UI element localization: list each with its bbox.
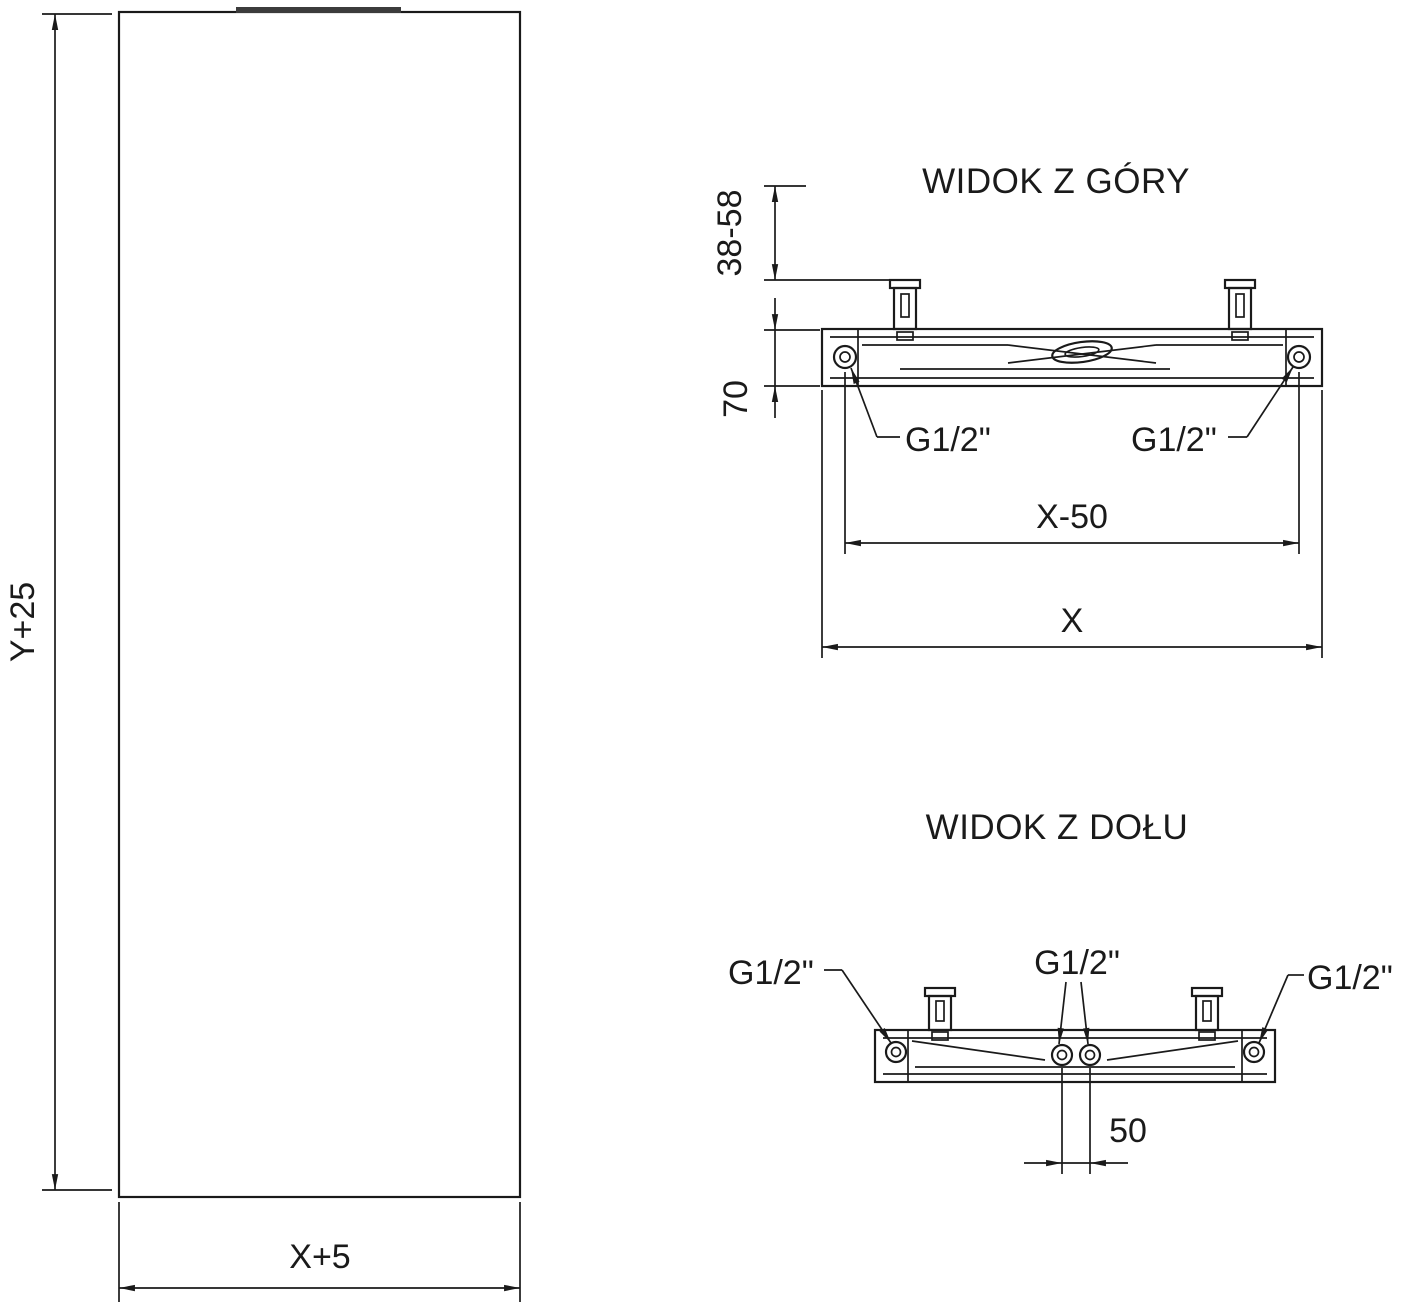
connection-label-right: G1/2": [1307, 959, 1393, 997]
mounting-bracket-left: [923, 986, 957, 1041]
connection-port-left-bore: [890, 1046, 902, 1058]
body-outline: [873, 1028, 1277, 1084]
bracket-hook: [896, 331, 914, 341]
bracket-slot: [900, 293, 910, 318]
leader-line: [1080, 981, 1090, 1045]
connection-port-center-b: [1078, 1043, 1102, 1067]
leader-line: [1246, 366, 1294, 438]
bracket-tab: [888, 278, 922, 290]
tube-line: [911, 1040, 1046, 1061]
bracket-hook: [1198, 1031, 1216, 1041]
leader-g12-top-left: G1/2": [850, 367, 991, 459]
connection-label-left: G1/2": [905, 421, 991, 459]
port-spacing-dim-label: X-50: [1036, 498, 1108, 536]
bracket-body: [1227, 286, 1253, 331]
width-dim-label: X+5: [289, 1238, 350, 1276]
connection-port-left: [884, 1040, 908, 1064]
bracket-body: [1194, 994, 1220, 1032]
height-dim-label: Y+25: [4, 582, 42, 662]
panel-top-bracket-mark: [236, 7, 401, 13]
bracket-tab: [923, 986, 957, 998]
connection-port-center-a: [1050, 1043, 1074, 1067]
center-spacing-dim-label: 50: [1109, 1112, 1147, 1150]
front-view: Y+25 X+5: [4, 7, 522, 1302]
body-outline: [820, 327, 1324, 388]
leader-line: [1258, 974, 1289, 1044]
bracket-hook: [1231, 331, 1249, 341]
bracket-body: [927, 994, 953, 1032]
dimension-height: Y+25: [4, 13, 112, 1191]
bottom-view-title: WIDOK Z DOŁU: [926, 808, 1189, 847]
wall-distance-dim-label: 38-58: [711, 190, 749, 277]
overall-width-dim-label: X: [1061, 602, 1084, 640]
connection-port-right-bore: [1293, 351, 1305, 363]
dimension-overall-width: X: [821, 390, 1323, 658]
dimension-width: X+5: [118, 1202, 521, 1302]
connection-port-center-a-bore: [1056, 1049, 1068, 1061]
connection-label-right: G1/2": [1131, 421, 1217, 459]
dimension-wall-distance: 38-58: [711, 185, 890, 281]
mounting-bracket-left: [888, 278, 922, 341]
swivel-joint: [1051, 340, 1113, 364]
leader-line: [850, 367, 878, 438]
connection-port-right: [1242, 1040, 1266, 1064]
bracket-slot: [1202, 1000, 1212, 1022]
connection-label-center: G1/2": [1034, 944, 1120, 982]
dimension-port-spacing: X-50: [844, 372, 1300, 554]
bottom-view: WIDOK Z DOŁU: [728, 808, 1393, 1174]
dimension-center-spacing: 50: [1024, 1068, 1147, 1174]
leader-g12-bottom-right: G1/2": [1258, 959, 1393, 1044]
connection-port-center-b-bore: [1084, 1049, 1096, 1061]
connection-label-left: G1/2": [728, 954, 814, 992]
bracket-tab: [1190, 986, 1224, 998]
bracket-tab: [1223, 278, 1257, 290]
top-view-title: WIDOK Z GÓRY: [922, 162, 1190, 201]
connection-port-right-bore: [1248, 1046, 1260, 1058]
bracket-slot: [1235, 293, 1245, 318]
swivel-joint-inner: [1064, 346, 1100, 358]
bracket-hook: [931, 1031, 949, 1041]
leader-line: [841, 969, 892, 1044]
bracket-body: [892, 286, 918, 331]
panel-outline: [117, 10, 522, 1199]
leader-line: [1057, 981, 1067, 1045]
tube-line: [1106, 1040, 1239, 1061]
tube-line: [1007, 344, 1157, 364]
connection-port-left: [832, 344, 858, 370]
leader-g12-bottom-center: G1/2": [1034, 944, 1120, 1045]
leader-g12-bottom-left: G1/2": [728, 954, 892, 1044]
mounting-bracket-right: [1190, 986, 1224, 1041]
bottom-view-body: [873, 1028, 1277, 1084]
connection-port-right: [1286, 344, 1312, 370]
leader-g12-top-right: G1/2": [1131, 366, 1294, 459]
dimension-depth: 70: [717, 298, 820, 418]
bracket-slot: [935, 1000, 945, 1022]
depth-dim-label: 70: [717, 380, 755, 418]
top-view: WIDOK Z GÓRY: [711, 162, 1324, 658]
mounting-bracket-right: [1223, 278, 1257, 341]
connection-port-left-bore: [839, 351, 851, 363]
